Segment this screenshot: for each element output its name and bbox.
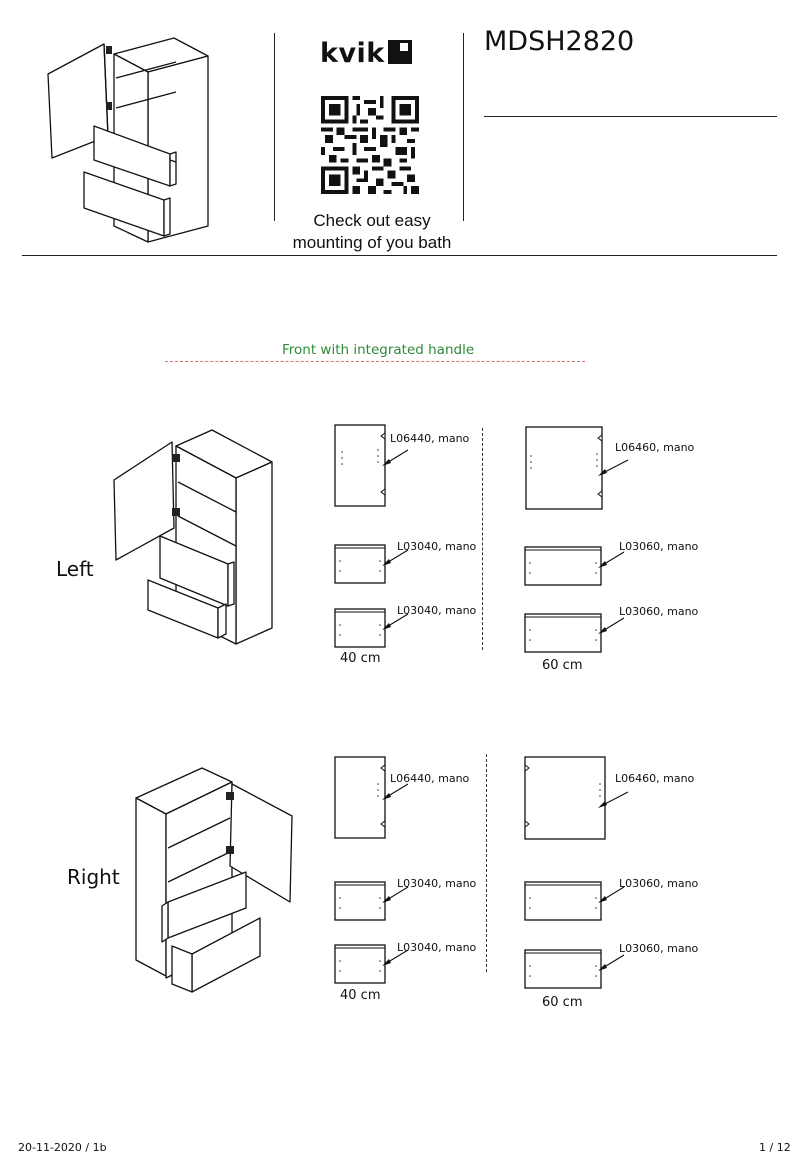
model-underline <box>484 116 777 117</box>
cabinet-illustration-right <box>135 767 293 993</box>
drawer1-60-left-icon <box>524 546 602 586</box>
part-drawer1-40-right: L03040, mano <box>397 877 477 890</box>
drawer2-60-left-icon <box>524 613 602 653</box>
drawer1-40-left-icon <box>334 544 386 584</box>
column-divider-right-group <box>486 754 487 972</box>
part-drawer2-40-right: L03040, mano <box>397 941 477 954</box>
door-40-right-icon <box>334 756 386 839</box>
drawer1-40-right-icon <box>334 881 386 921</box>
part-drawer1-40-left: L03040, mano <box>397 540 477 553</box>
door-60-left-icon <box>525 426 603 510</box>
width-40-left: 40 cm <box>340 651 381 666</box>
drawer2-40-left-icon <box>334 608 386 648</box>
brand-logo-mark-icon <box>388 40 412 64</box>
pointer-drawer1-60-left <box>598 551 625 568</box>
footer-page-number: 1 / 12 <box>759 1141 791 1154</box>
width-60-left: 60 cm <box>542 658 583 673</box>
part-door-40-left: L06440, mano <box>390 432 470 445</box>
brand-logo-text: kvik <box>320 38 385 69</box>
width-40-right: 40 cm <box>340 988 381 1003</box>
header-divider-right <box>463 33 464 221</box>
model-number: MDSH2820 <box>484 26 635 57</box>
part-drawer2-60-right: L03060, mano <box>619 942 699 955</box>
subtitle-dashed-rule <box>165 361 585 362</box>
part-door-60-right: L06460, mano <box>615 772 695 785</box>
width-60-right: 60 cm <box>542 995 583 1010</box>
pointer-door-40-right <box>382 783 409 800</box>
part-drawer1-60-left: L03060, mano <box>619 540 699 553</box>
door-40-left-icon <box>334 424 386 507</box>
header-bottom-rule <box>22 255 777 256</box>
part-drawer2-60-left: L03060, mano <box>619 605 699 618</box>
part-drawer1-60-right: L03060, mano <box>619 877 699 890</box>
part-door-40-right: L06440, mano <box>390 772 470 785</box>
drawer2-40-right-icon <box>334 944 386 984</box>
qr-caption-line1: Check out easy <box>313 211 431 230</box>
footer-date-revision: 20-11-2020 / 1b <box>18 1141 107 1154</box>
pointer-drawer1-40-right <box>382 886 409 903</box>
pointer-door-40-left <box>382 449 409 466</box>
pointer-drawer1-60-right <box>598 886 625 903</box>
pointer-door-60-right <box>598 791 629 808</box>
header-divider-left <box>274 33 275 221</box>
part-door-60-left: L06460, mano <box>615 441 695 454</box>
qr-code-icon <box>321 96 419 194</box>
pointer-drawer2-40-left <box>382 613 409 630</box>
cabinet-illustration-left <box>113 429 273 645</box>
pointer-drawer1-40-left <box>382 549 409 566</box>
pointer-door-60-left <box>598 459 629 476</box>
part-drawer2-40-left: L03040, mano <box>397 604 477 617</box>
qr-caption: Check out easy mounting of you bath <box>278 210 466 254</box>
pointer-drawer2-60-right <box>598 954 625 971</box>
qr-caption-line2: mounting of you bath <box>292 233 452 252</box>
right-variant-label: Right <box>67 865 120 889</box>
section-subtitle: Front with integrated handle <box>282 342 475 358</box>
pointer-drawer2-40-right <box>382 949 409 966</box>
column-divider-left-group <box>482 428 483 650</box>
door-60-right-icon <box>524 756 606 840</box>
drawer1-60-right-icon <box>524 881 602 921</box>
cabinet-illustration-header <box>47 37 209 243</box>
pointer-drawer2-60-left <box>598 617 625 634</box>
drawer2-60-right-icon <box>524 949 602 989</box>
left-variant-label: Left <box>56 557 94 581</box>
